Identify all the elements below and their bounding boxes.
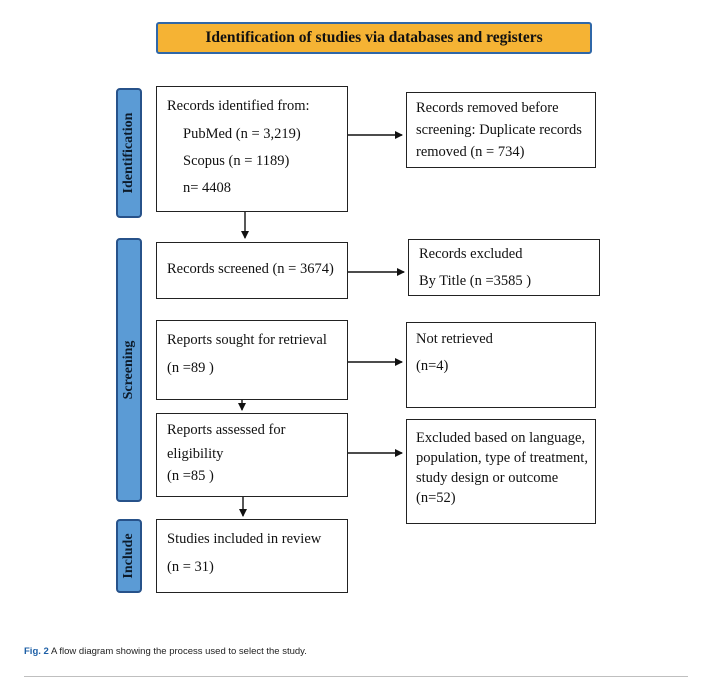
not-retrieved-count: (n=4) bbox=[416, 358, 449, 374]
figure-caption-text: A flow diagram showing the process used … bbox=[50, 646, 307, 657]
reports-assessed-box: Reports assessed for eligibility (n =85 … bbox=[156, 413, 348, 497]
figure-caption: Fig. 2 A flow diagram showing the proces… bbox=[24, 646, 307, 657]
records-excluded-box: Records excluded By Title (n =3585 ) bbox=[408, 239, 600, 296]
not-retrieved-title: Not retrieved bbox=[416, 331, 493, 347]
records-identified-box: Records identified from: PubMed (n = 3,2… bbox=[156, 86, 348, 212]
records-identified-total: n= 4408 bbox=[183, 180, 232, 196]
figure-caption-label: Fig. 2 bbox=[24, 646, 49, 657]
excluded-text: Excluded based on language, population, … bbox=[416, 430, 588, 506]
studies-included-title: Studies included in review bbox=[167, 531, 322, 547]
excluded-box: Excluded based on language, population, … bbox=[406, 419, 596, 524]
reports-sought-count: (n =89 ) bbox=[167, 360, 214, 376]
reports-assessed-count: (n =85 ) bbox=[167, 468, 214, 484]
flow-header: Identification of studies via databases … bbox=[156, 22, 592, 54]
stage-screening: Screening bbox=[116, 238, 142, 502]
records-identified-scopus: Scopus (n = 1189) bbox=[183, 153, 290, 169]
records-screened-text: Records screened (n = 3674) bbox=[167, 261, 334, 277]
reports-sought-title: Reports sought for retrieval bbox=[167, 332, 327, 348]
records-identified-pubmed: PubMed (n = 3,219) bbox=[183, 126, 301, 142]
records-removed-text: Records removed before screening: Duplic… bbox=[416, 100, 582, 160]
studies-included-count: (n = 31) bbox=[167, 559, 214, 575]
records-excluded-title: Records excluded bbox=[419, 246, 523, 262]
studies-included-box: Studies included in review (n = 31) bbox=[156, 519, 348, 593]
not-retrieved-box: Not retrieved (n=4) bbox=[406, 322, 596, 408]
reports-assessed-title: Reports assessed for eligibility bbox=[167, 422, 286, 462]
records-identified-title: Records identified from: bbox=[167, 98, 310, 114]
records-screened-box: Records screened (n = 3674) bbox=[156, 242, 348, 299]
stage-identification: Identification bbox=[116, 88, 142, 218]
records-excluded-by-title: By Title (n =3585 ) bbox=[419, 273, 532, 289]
caption-divider bbox=[24, 676, 688, 677]
reports-sought-box: Reports sought for retrieval (n =89 ) bbox=[156, 320, 348, 400]
records-removed-box: Records removed before screening: Duplic… bbox=[406, 92, 596, 168]
stage-include: Include bbox=[116, 519, 142, 593]
